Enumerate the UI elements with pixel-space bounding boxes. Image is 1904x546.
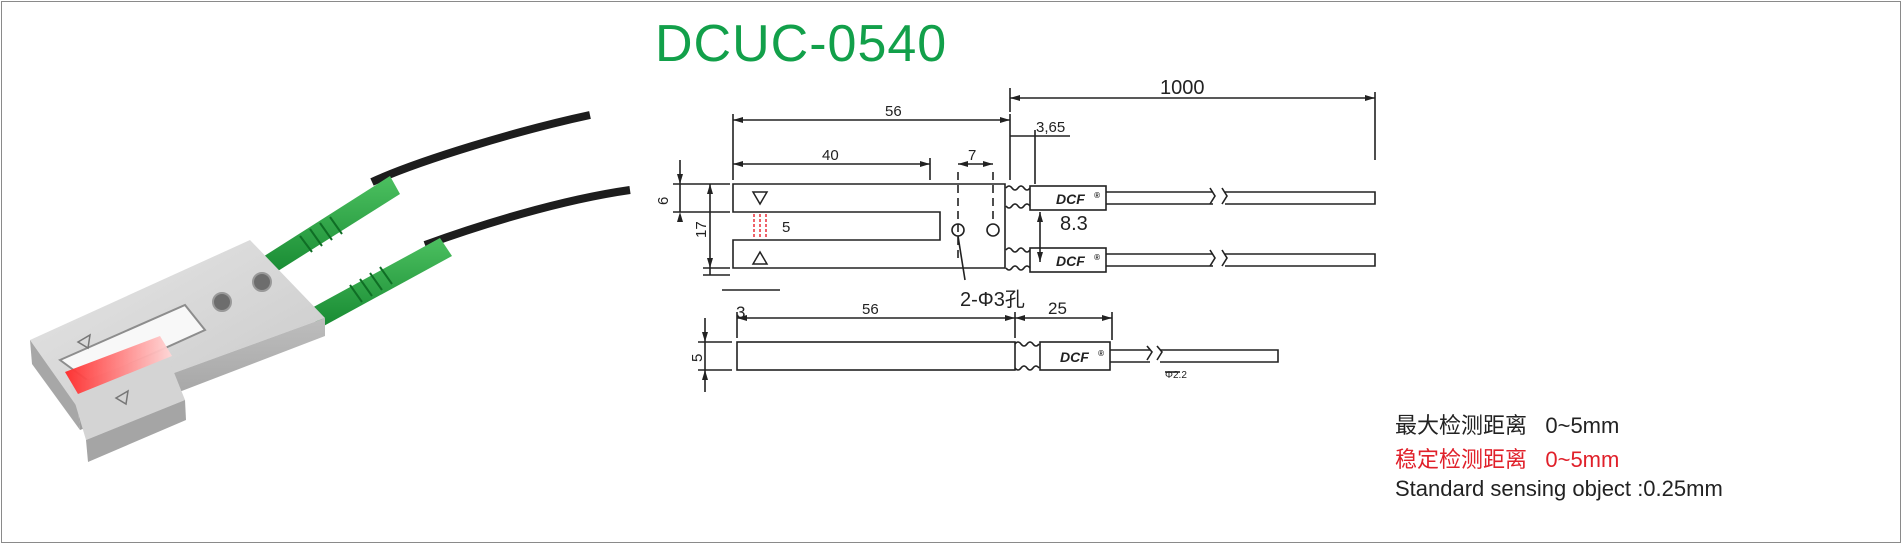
triangle-outline-icon (76, 333, 91, 350)
cable-lower (423, 186, 631, 249)
spec-label: Standard sensing object (1395, 476, 1632, 501)
green-sleeve-upper (258, 176, 400, 276)
spec-label: 最大检测距离 (1395, 413, 1528, 438)
model-title: DCUC-0540 (655, 15, 948, 73)
spec-label: 稳定检测距离 (1395, 447, 1528, 472)
spec-value: :0.25mm (1637, 476, 1723, 501)
green-sleeve-lower (308, 238, 452, 328)
mount-hole-2 (252, 272, 272, 292)
cable-upper (370, 111, 591, 186)
product-photo (30, 111, 631, 462)
spec-standard-object: Standard sensing object :0.25mm (1395, 476, 1723, 502)
laser-beam (65, 336, 172, 394)
triangle-outline-icon (114, 389, 129, 406)
spec-max-distance: 最大检测距离 0~5mm (1395, 408, 1619, 440)
spec-stable-distance: 稳定检测距离 0~5mm (1395, 442, 1619, 474)
spec-value: 0~5mm (1545, 413, 1620, 438)
spec-value: 0~5mm (1545, 447, 1620, 472)
mount-hole-1 (212, 292, 232, 312)
